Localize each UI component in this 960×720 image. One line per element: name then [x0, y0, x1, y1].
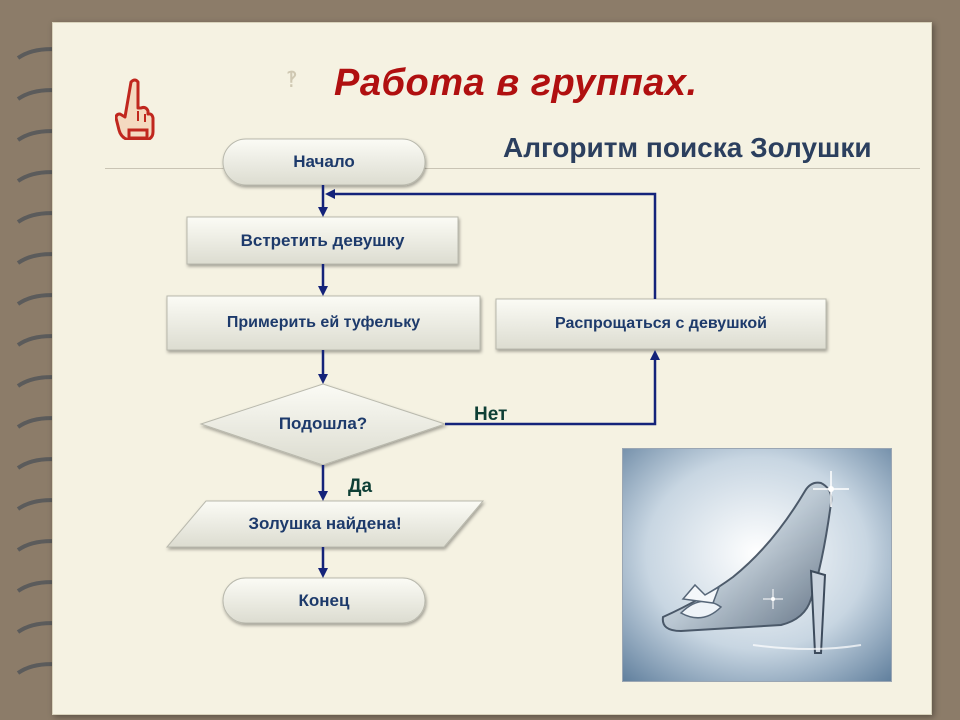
meet-label: Встретить девушку — [240, 230, 405, 250]
meet-process — [186, 216, 459, 265]
farewell-label: Распрощаться с девушкой — [555, 315, 767, 332]
result-label: Золушка найдена! — [248, 514, 402, 533]
faint-glyph: ‽ — [286, 67, 298, 92]
slide-title: Работа в группах. — [334, 62, 698, 104]
arrow-loop-back — [325, 189, 657, 299]
end-label: Конец — [298, 590, 350, 610]
hand-pointing-up-icon — [115, 78, 155, 140]
yes-branch-label: Да — [348, 476, 373, 497]
end-terminal — [222, 577, 426, 624]
slide-subtitle: Алгоритм поиска Золушки — [503, 132, 872, 163]
result-parallelogram — [165, 500, 485, 548]
decision-label: Подошла? — [278, 414, 368, 433]
arrow-no-branch — [445, 350, 660, 426]
try-on-label: Примерить ей туфельку — [226, 314, 421, 331]
glass-slipper-image — [622, 448, 892, 682]
start-label: Начало — [293, 152, 355, 171]
try-on-process — [166, 295, 481, 351]
farewell-process — [495, 298, 827, 350]
no-branch-label: Нет — [474, 404, 508, 425]
header-divider — [105, 168, 920, 169]
